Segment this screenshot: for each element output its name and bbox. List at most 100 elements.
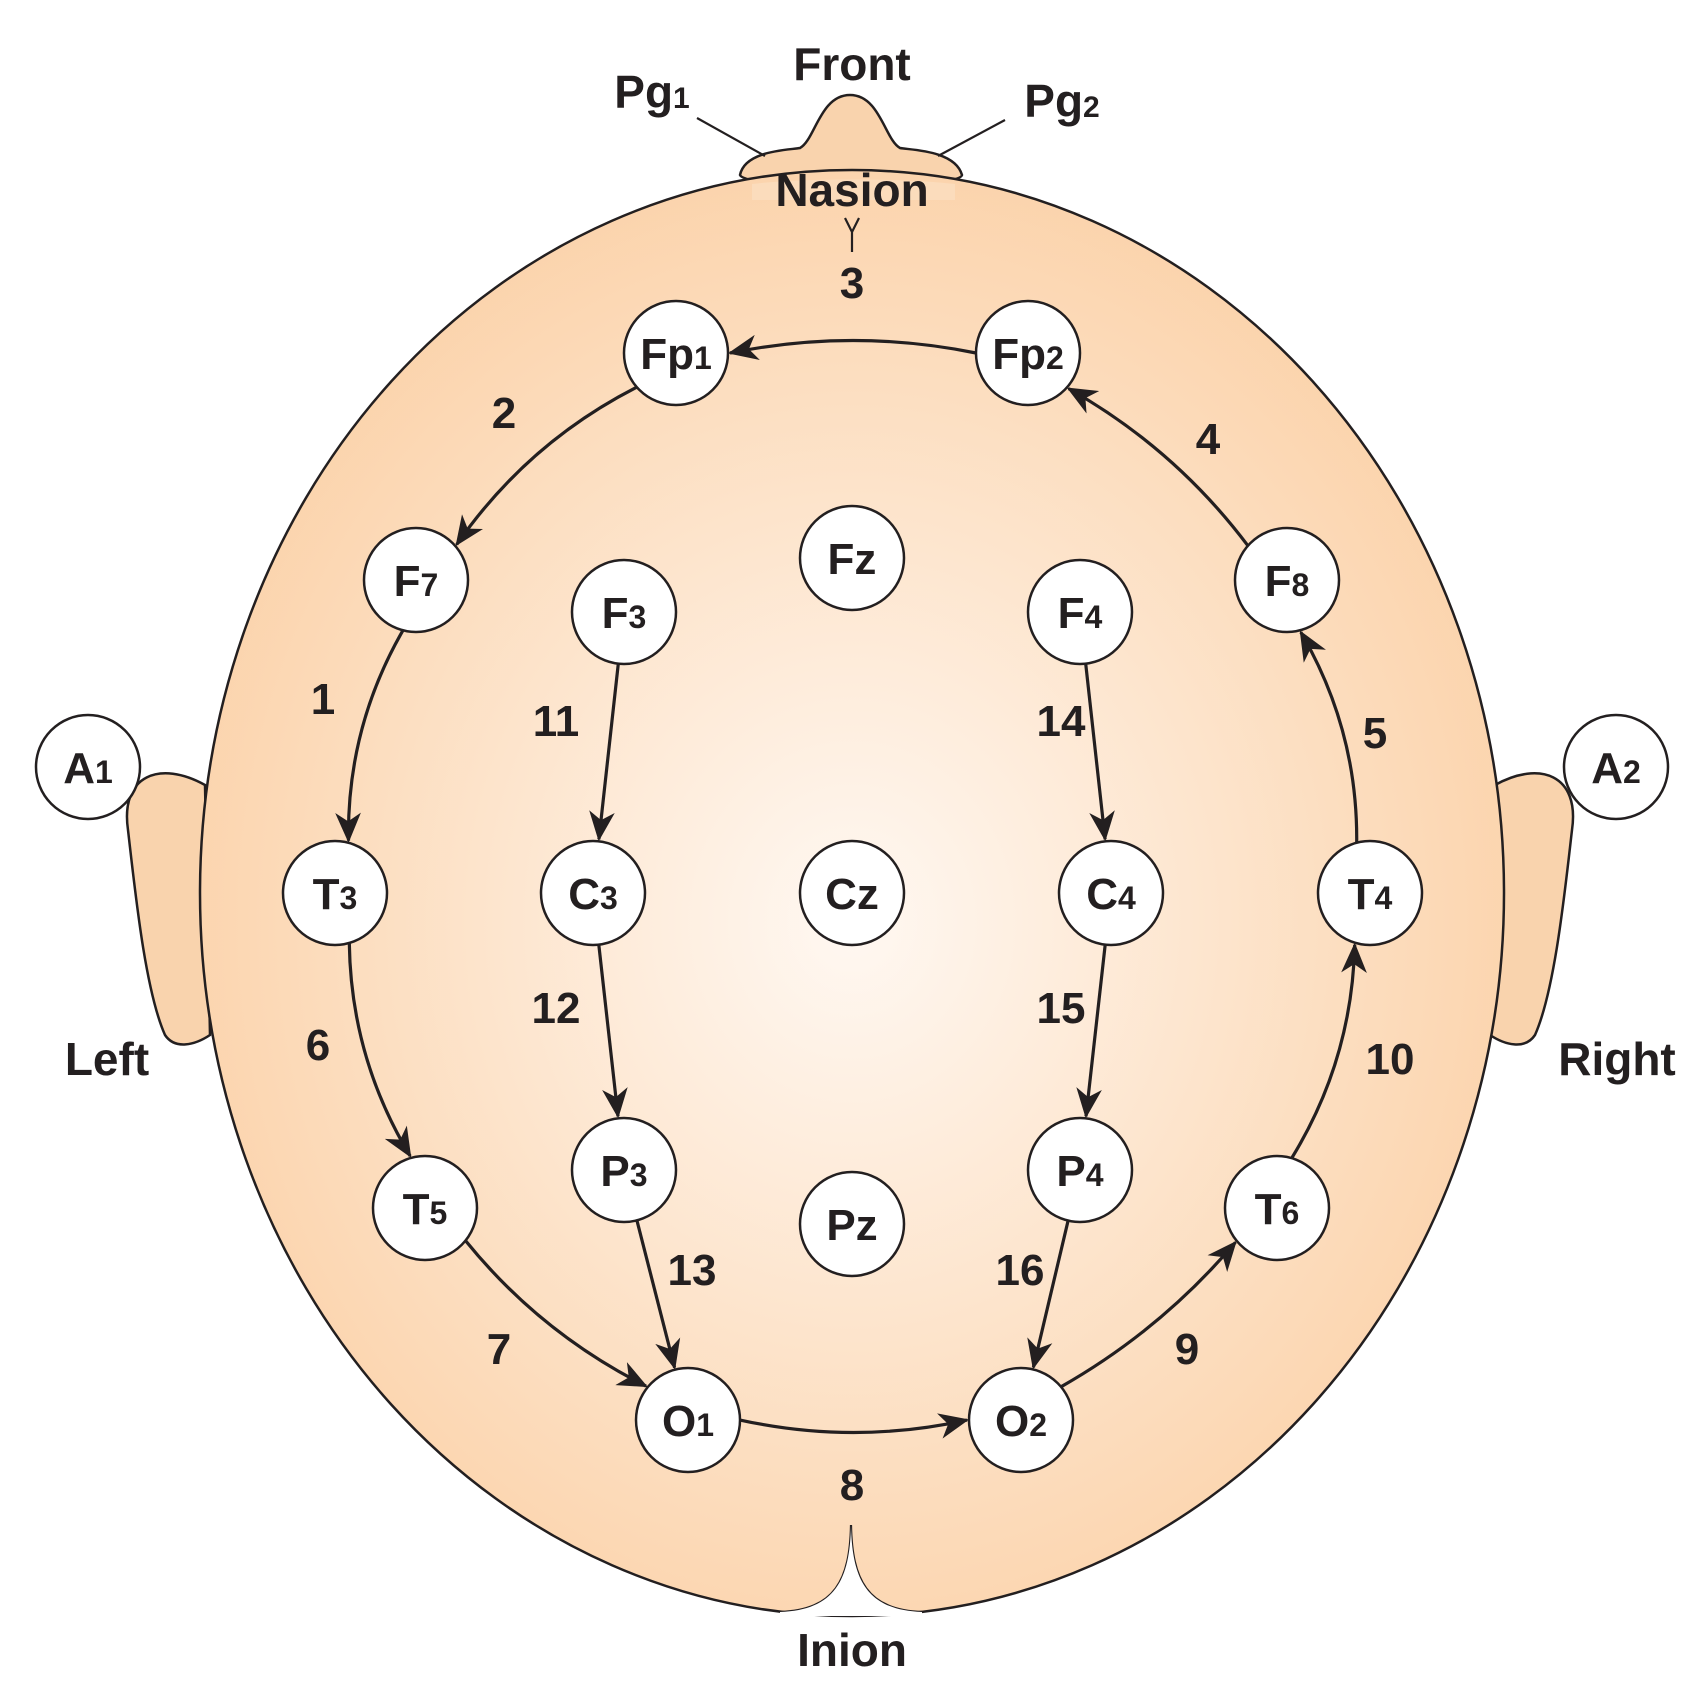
left-ear	[125, 772, 212, 1046]
path-c4-to-p4	[1076, 944, 1107, 1119]
electrode-label: F4	[1058, 589, 1103, 638]
electrode-circle	[570, 558, 678, 666]
electrode-f3: F3	[570, 558, 678, 666]
electrode-label: P3	[600, 1147, 647, 1196]
electrode-t4: T4	[1316, 839, 1424, 947]
electrode-label: A2	[1591, 744, 1641, 793]
electrode-label: Cz	[825, 870, 879, 919]
electrode-label: C3	[568, 870, 618, 919]
chain-number-16: 16	[996, 1246, 1045, 1295]
chain-number-15: 15	[1037, 984, 1086, 1033]
electrode-label: C4	[1086, 870, 1136, 919]
path-t3-to-t5	[347, 942, 412, 1158]
path-t6-to-t4	[1290, 942, 1367, 1159]
electrode-circle	[1223, 1154, 1331, 1262]
nasion-label: Nasion	[775, 164, 928, 216]
electrode-circle	[622, 299, 730, 407]
electrode-circle	[1316, 839, 1424, 947]
electrode-c4: C4	[1057, 839, 1165, 947]
chain-number-10: 10	[1366, 1035, 1415, 1084]
electrode-circle	[34, 713, 142, 821]
montage-paths	[335, 334, 1367, 1439]
path-f3-to-c3	[589, 663, 620, 842]
electrode-circle	[1233, 526, 1341, 634]
electrode-circle	[1026, 1116, 1134, 1224]
electrode-label: Pz	[826, 1201, 877, 1250]
path-f4-to-c4	[1084, 663, 1115, 842]
electrode-t3: T3	[281, 839, 389, 947]
electrode-label: F3	[602, 589, 647, 638]
chain-number-3: 3	[840, 259, 864, 308]
electrode-circle	[1057, 839, 1165, 947]
electrode-circle	[798, 1170, 906, 1278]
path-o2-to-t6	[1060, 1240, 1237, 1389]
electrode-c3: C3	[539, 839, 647, 947]
electrode-fp2: Fp2	[974, 299, 1082, 407]
electrode-circle	[974, 299, 1082, 407]
electrode-circle	[281, 839, 389, 947]
chain-number-2: 2	[492, 389, 516, 438]
chain-number-5: 5	[1363, 709, 1387, 758]
electrode-circle	[362, 526, 470, 634]
path-o1-to-o2	[739, 1413, 970, 1439]
electrode-o2: O2	[967, 1366, 1075, 1474]
left-label: Left	[65, 1033, 149, 1085]
electrode-circle	[1026, 558, 1134, 666]
right-label: Right	[1558, 1033, 1676, 1085]
electrode-circle	[1562, 713, 1670, 821]
pg1-leader	[696, 117, 766, 157]
path-t4-to-f8	[1299, 630, 1359, 843]
electrode-f8: F8	[1233, 526, 1341, 634]
electrode-label: T5	[403, 1185, 448, 1234]
electrode-t6: T6	[1223, 1154, 1331, 1262]
electrode-f4: F4	[1026, 558, 1134, 666]
electrode-circle	[798, 504, 906, 612]
electrode-circle	[798, 839, 906, 947]
electrode-label: O2	[995, 1397, 1047, 1446]
electrode-label: O1	[662, 1397, 714, 1446]
chain-number-11: 11	[533, 697, 580, 746]
electrode-circle	[634, 1366, 742, 1474]
chain-number-12: 12	[532, 984, 581, 1033]
path-p4-to-o2	[1027, 1220, 1070, 1370]
electrode-cz: Cz	[798, 839, 906, 947]
pg2-leader	[937, 119, 1006, 157]
electrode-circle	[570, 1116, 678, 1224]
electrode-circle	[539, 839, 647, 947]
pg2-label: Pg2	[1024, 75, 1099, 127]
chain-number-9: 9	[1175, 1325, 1199, 1374]
electrode-label: A1	[63, 744, 113, 793]
path-c3-to-p3	[597, 944, 628, 1119]
electrode-p4: P4	[1026, 1116, 1134, 1224]
electrode-label: T4	[1348, 870, 1393, 919]
path-p3-to-o1	[635, 1220, 681, 1370]
electrode-o1: O1	[634, 1366, 742, 1474]
right-ear	[1488, 772, 1575, 1046]
path-t5-to-o1	[464, 1239, 648, 1388]
chain-number-14: 14	[1037, 697, 1086, 746]
electrode-fp1: Fp1	[622, 299, 730, 407]
electrode-p3: P3	[570, 1116, 678, 1224]
electrode-fz: Fz	[798, 504, 906, 612]
chain-number-13: 13	[668, 1246, 717, 1295]
electrode-f7: F7	[362, 526, 470, 634]
electrode-label: F8	[1265, 557, 1310, 606]
path-f7-to-t3	[335, 629, 405, 843]
chain-number-6: 6	[306, 1021, 330, 1070]
front-label: Front	[793, 38, 911, 90]
electrode-label: Fz	[828, 535, 877, 584]
electrode-a1: A1	[34, 713, 142, 821]
chain-number-1: 1	[311, 675, 335, 724]
chain-number-8: 8	[840, 1461, 864, 1510]
electrode-circle	[371, 1154, 479, 1262]
electrode-label: Fp1	[640, 330, 712, 379]
electrode-label: P4	[1056, 1147, 1103, 1196]
electrode-label: T3	[313, 870, 358, 919]
path-fp2-to-fp1	[727, 334, 977, 361]
electrode-circle	[967, 1366, 1075, 1474]
electrode-label: T6	[1255, 1185, 1300, 1234]
electrode-label: F7	[394, 557, 439, 606]
